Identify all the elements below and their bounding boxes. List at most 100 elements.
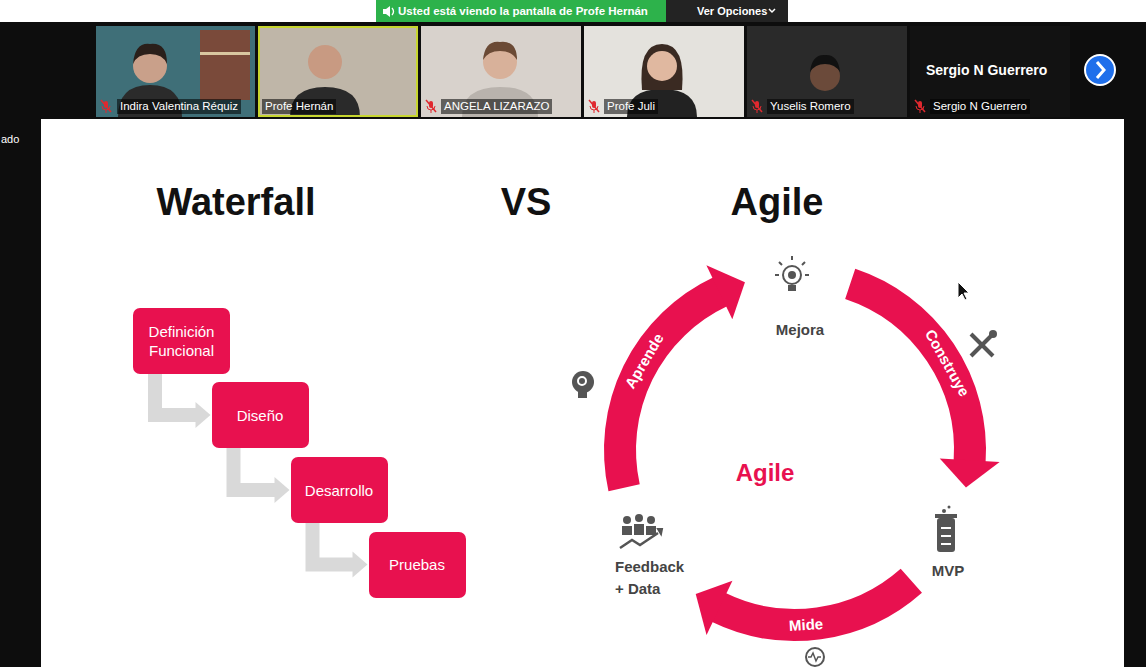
arrow-head <box>696 581 733 635</box>
cycle-step: Mejora <box>765 319 835 341</box>
bookshelf <box>200 30 250 100</box>
cycle-step: Feedback + Data <box>615 556 695 600</box>
node-text: Definición Funcional <box>141 322 222 360</box>
person <box>634 524 644 535</box>
growth-line <box>620 533 658 548</box>
cycle-step: MVP <box>923 560 973 582</box>
connector-arrow <box>620 265 745 488</box>
muted-mic-icon <box>426 100 436 113</box>
options-button <box>666 0 788 22</box>
node-text: Feedback + Data <box>615 556 695 600</box>
pulse-ring <box>806 648 824 666</box>
process-box: Desarrollo <box>291 457 388 523</box>
arrow-label: Mide <box>788 615 823 635</box>
person-hair <box>641 44 682 90</box>
team-growth-icon <box>620 514 662 548</box>
node-text: Diseño <box>237 406 284 425</box>
bulb <box>783 266 801 284</box>
mic-slash <box>101 100 111 112</box>
banner-text: Usted está viendo la pantalla de Profe H… <box>398 4 648 18</box>
tile-background <box>421 26 581 117</box>
node-text: Mejora <box>776 319 824 341</box>
cut-off-text: ado <box>1 133 19 146</box>
mic-slash <box>915 100 925 112</box>
process-box: Diseño <box>212 382 309 448</box>
person <box>647 516 655 524</box>
connector-arrow <box>696 581 912 635</box>
connector-arrow <box>155 374 211 428</box>
person <box>623 516 631 524</box>
lightbulb-icon <box>775 256 809 291</box>
participant-name: Indira Valentina Réquiz <box>117 99 241 114</box>
video-tile <box>258 26 418 117</box>
tool-end <box>989 330 997 338</box>
video-tile <box>96 26 255 117</box>
connector-arrow <box>313 523 368 578</box>
tools-icon <box>971 330 997 356</box>
participant-name: Sergio N Guerrero <box>930 99 1030 114</box>
neck <box>578 390 587 398</box>
beaker-icon <box>935 506 957 553</box>
person-head <box>308 45 342 79</box>
arrow-head <box>275 477 290 503</box>
beaker-body <box>937 518 955 552</box>
muted-mic-icon <box>752 100 762 113</box>
person-hair <box>810 55 840 72</box>
connector-arrow <box>850 284 999 487</box>
mouse-cursor <box>958 282 969 300</box>
top-bar <box>0 0 1146 22</box>
cycle-arc <box>620 292 721 488</box>
muted-mic-icon <box>589 100 599 113</box>
muted-mic-icon <box>101 100 111 113</box>
mic-slash <box>426 100 436 112</box>
button-text: Ver Opciones <box>697 5 767 18</box>
gear <box>578 377 586 385</box>
tool <box>971 334 993 356</box>
process-box: Definición Funcional <box>133 308 230 374</box>
speaker-icon <box>383 6 390 17</box>
shelf <box>200 52 250 55</box>
next-button <box>1085 55 1115 85</box>
node-text: Desarrollo <box>305 481 373 500</box>
person <box>646 526 656 535</box>
participant-name: Yuselis Romero <box>767 99 854 114</box>
beaker-marks <box>941 528 951 544</box>
pulse-icon <box>806 648 824 666</box>
arrow-head <box>706 265 745 319</box>
bulb-gear <box>788 271 796 279</box>
chevron-icon <box>769 9 775 12</box>
beaker-lip <box>935 514 957 518</box>
arrow-head <box>940 458 1000 487</box>
mic-slash <box>752 100 762 112</box>
growth-head <box>658 529 662 534</box>
arrow-head <box>353 552 368 578</box>
tile-background <box>584 26 744 117</box>
tile-background <box>96 26 255 117</box>
video-tile <box>421 26 581 117</box>
head <box>572 371 594 393</box>
cycle-center-label: Agile <box>736 459 795 487</box>
head-gear-icon <box>572 371 594 398</box>
arrow-head <box>196 402 211 428</box>
person-head <box>647 51 677 81</box>
connector-line <box>155 374 197 415</box>
slide <box>41 119 1124 667</box>
slide-heading: Agile <box>731 180 824 224</box>
person-hair <box>483 42 517 60</box>
share-banner <box>376 0 666 22</box>
speaker-wave <box>392 8 394 15</box>
video-tile <box>910 26 1070 117</box>
participant-placeholder: Sergio N Guerrero <box>926 62 1047 79</box>
person <box>622 526 632 535</box>
node-text: Pruebas <box>389 555 445 574</box>
slide-heading: Waterfall <box>156 180 315 224</box>
muted-mic-icon <box>915 100 925 113</box>
pulse-line <box>808 653 821 661</box>
connector-line <box>234 448 276 490</box>
video-tile <box>747 26 907 117</box>
tile-background <box>747 26 907 117</box>
video-tile <box>584 26 744 117</box>
person <box>635 514 643 522</box>
bulb-base <box>788 285 796 291</box>
